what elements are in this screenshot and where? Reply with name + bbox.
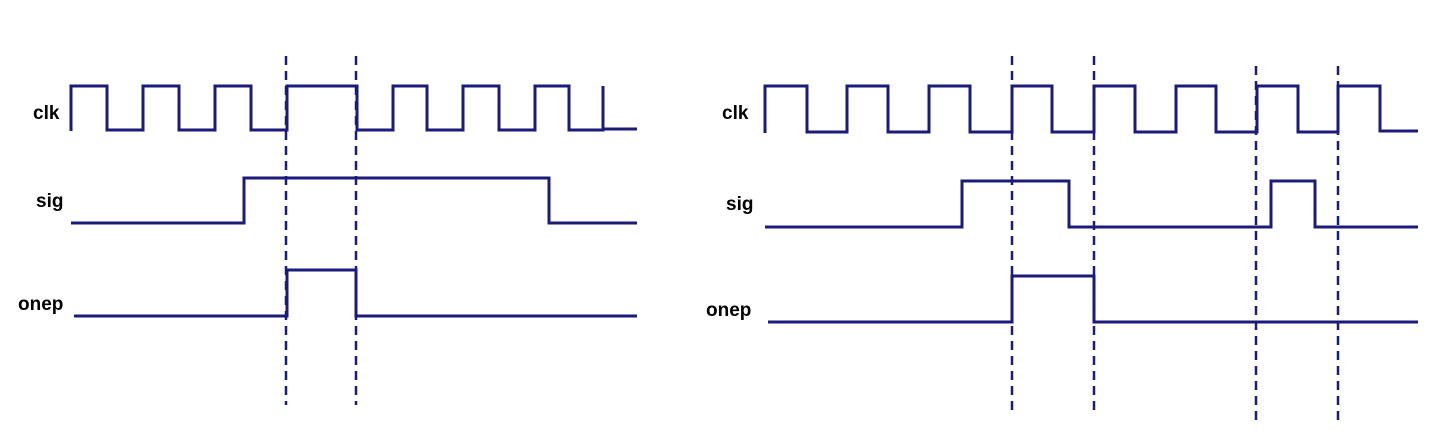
sig-label: sig xyxy=(726,194,753,215)
timing-diagram-left: clk sig onep xyxy=(18,56,637,405)
sig-label: sig xyxy=(36,191,63,212)
clk-label: clk xyxy=(722,103,749,124)
clk-label: clk xyxy=(33,103,60,124)
onep-waveform xyxy=(768,274,1418,324)
onep-waveform xyxy=(74,268,637,318)
clk-waveform xyxy=(763,84,1418,134)
sig-waveform xyxy=(71,176,637,225)
sig-waveform xyxy=(765,179,1418,229)
timing-diagram-right: clk sig onep xyxy=(706,56,1418,420)
clk-waveform xyxy=(69,84,637,132)
onep-label: onep xyxy=(18,294,63,315)
onep-label: onep xyxy=(706,300,751,321)
